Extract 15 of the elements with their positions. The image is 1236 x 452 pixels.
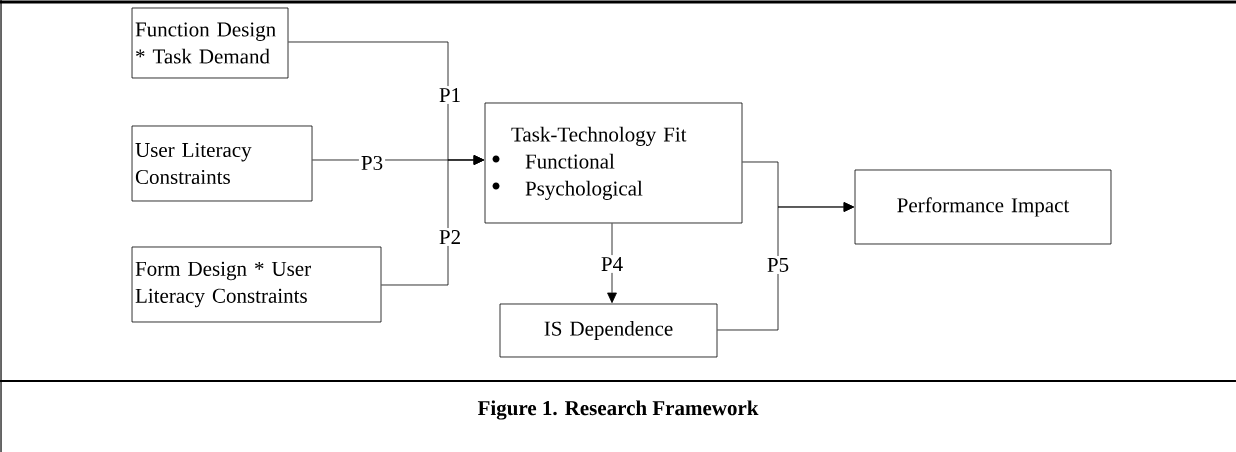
edge-label: P4 bbox=[598, 255, 626, 273]
caption: Figure 1. Research Framework bbox=[477, 400, 759, 420]
arrow bbox=[717, 202, 855, 331]
edge-label: P3 bbox=[358, 153, 386, 173]
arrow bbox=[607, 223, 617, 303]
process-box: Function Design * Task Demand bbox=[131, 7, 289, 79]
edge-label: P5 bbox=[764, 256, 792, 274]
process-box: Form Design * User Literacy Constraints bbox=[131, 246, 382, 323]
edge-label: P2 bbox=[436, 228, 464, 246]
process-box: Task-Technology Fit Functional Psychological bbox=[484, 102, 743, 224]
process-box: Performance Impact bbox=[854, 169, 1112, 245]
process-box: IS Dependence bbox=[499, 303, 718, 358]
arrow bbox=[381, 155, 485, 286]
edge-label: P1 bbox=[436, 86, 464, 104]
process-box: User Literacy Constraints bbox=[131, 125, 313, 202]
